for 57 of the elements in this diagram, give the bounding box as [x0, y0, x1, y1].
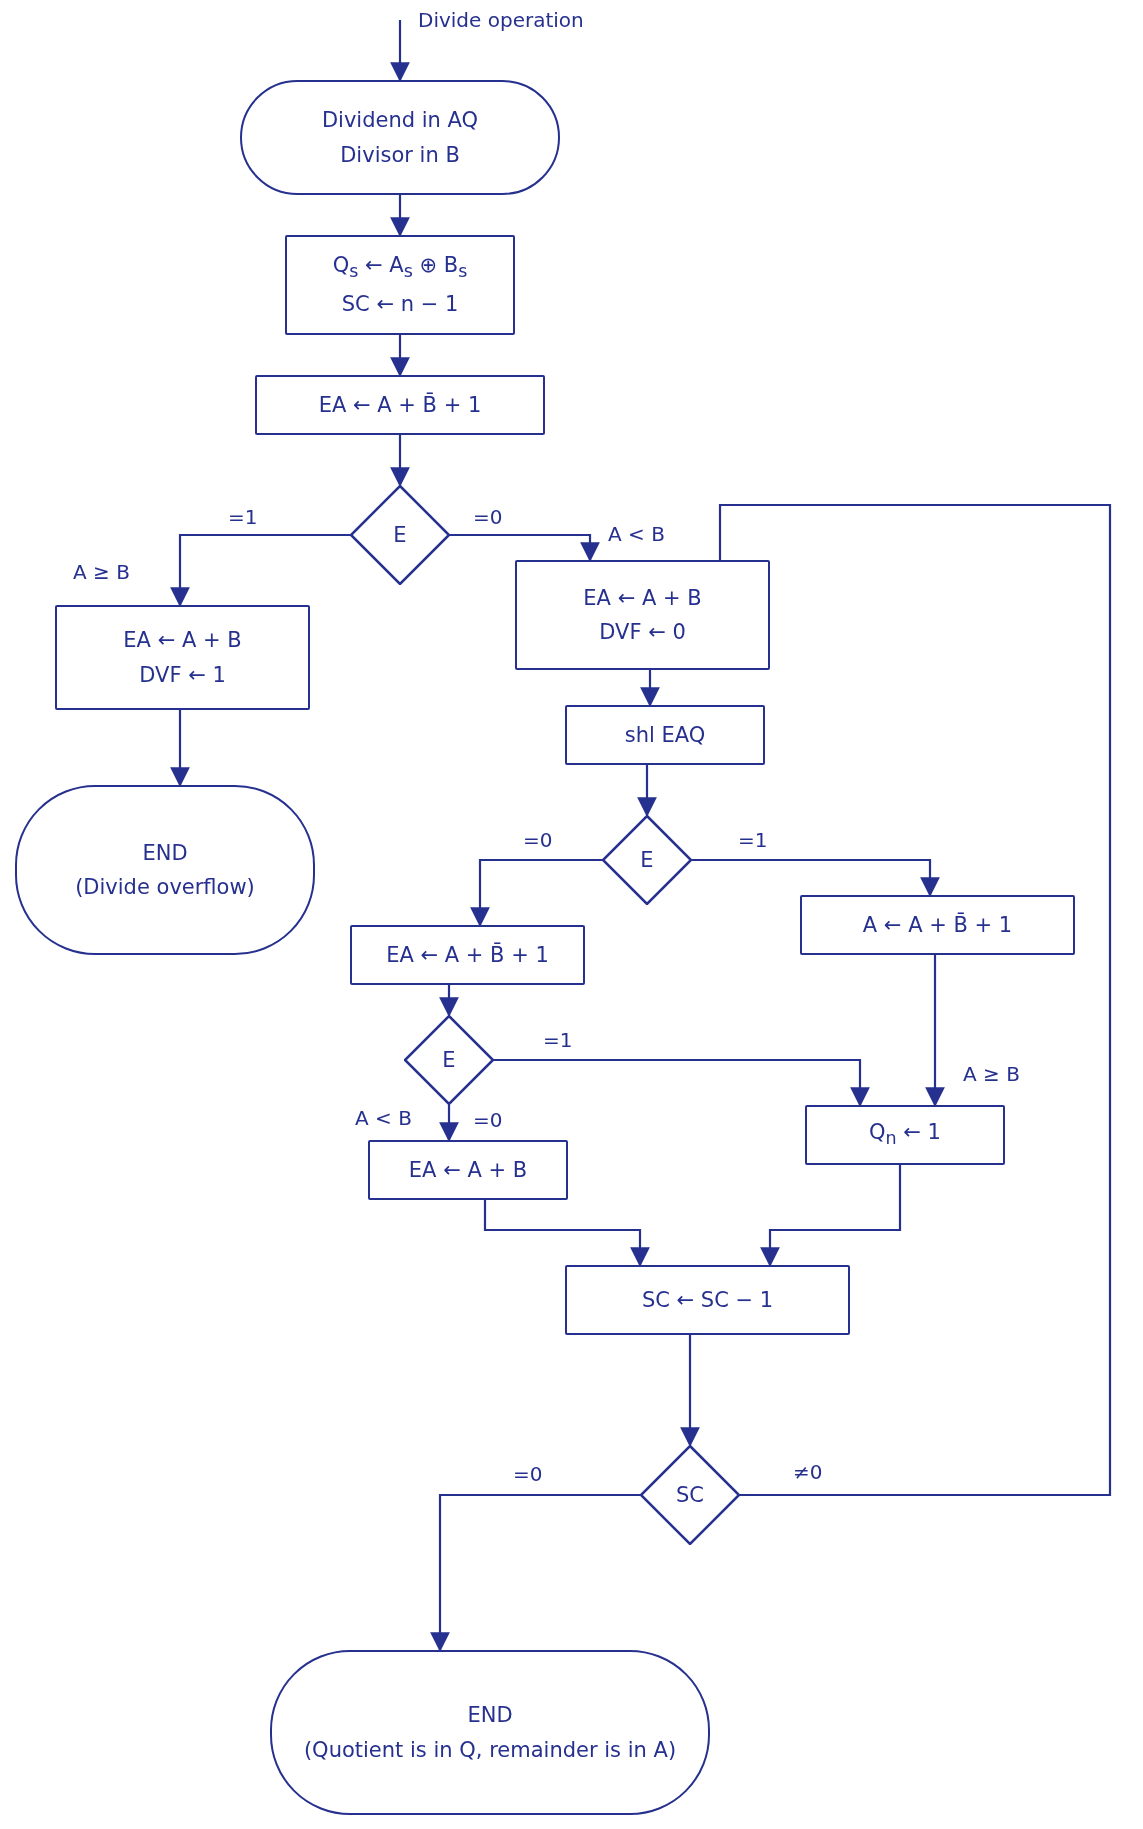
arrow: [390, 435, 410, 487]
step-text: Q$_{s}$ ← A$_{s}$ ⊕ B$_{s}$: [332, 252, 468, 284]
step-text: END: [467, 1702, 513, 1729]
condition-text: E: [442, 1046, 456, 1074]
decision-diamond: [350, 485, 450, 585]
arrow: [170, 533, 350, 607]
step-text: Divisor in B: [340, 141, 460, 168]
arrow: [439, 1105, 459, 1142]
step-text: EA ← A + B: [123, 627, 242, 654]
decision-diamond: [404, 1015, 494, 1105]
arrow: [640, 670, 660, 707]
process-box: [515, 560, 770, 670]
step-text: DVF ← 0: [599, 619, 686, 646]
process-box: [805, 1105, 1005, 1165]
arrow: [692, 858, 940, 897]
step-text: EA ← A + B̄ + 1: [386, 941, 549, 969]
arrow: [390, 195, 410, 237]
process-box: [285, 235, 515, 335]
arrow: [450, 533, 600, 562]
step-text: END: [142, 839, 188, 866]
process-box: [368, 1140, 568, 1200]
arrow: [390, 20, 410, 82]
arrow: [494, 1058, 870, 1107]
process-box: [800, 895, 1075, 955]
step-text: A ← A + B̄ + 1: [862, 911, 1013, 939]
step-text: SC ← SC − 1: [641, 1286, 774, 1314]
step-text: DVF ← 1: [139, 661, 226, 688]
step-text: (Quotient is in Q, remainder is in A): [303, 1736, 677, 1763]
arrow: [637, 765, 657, 817]
connector-line: [718, 503, 1112, 1497]
process-box: [565, 1265, 850, 1335]
arrow: [680, 1335, 700, 1447]
arrow: [760, 1165, 902, 1267]
arrow: [439, 985, 459, 1017]
step-text: EA ← A + B: [408, 1156, 528, 1184]
arrow: [430, 1493, 640, 1652]
condition-text: E: [640, 846, 654, 874]
step-text: Q$_{n}$ ← 1: [869, 1119, 941, 1151]
process-box: [255, 375, 545, 435]
process-box: [55, 605, 310, 710]
process-box: [350, 925, 585, 985]
arrow: [470, 858, 602, 927]
arrow: [390, 335, 410, 377]
arrow: [170, 710, 190, 787]
condition-text: SC: [676, 1481, 704, 1509]
decision-diamond: [602, 815, 692, 905]
decision-diamond: [640, 1445, 740, 1545]
process-box: [565, 705, 765, 765]
arrow: [925, 955, 945, 1107]
arrow: [483, 1200, 650, 1267]
step-text: EA ← A + B: [583, 584, 702, 611]
condition-text: E: [393, 521, 407, 549]
step-text: SC ← n − 1: [341, 291, 459, 318]
step-text: EA ← A + B̄ + 1: [318, 391, 482, 419]
step-text: shl EAQ: [624, 721, 706, 749]
step-text: (Divide overflow): [75, 874, 255, 901]
step-text: Dividend in AQ: [321, 107, 479, 134]
